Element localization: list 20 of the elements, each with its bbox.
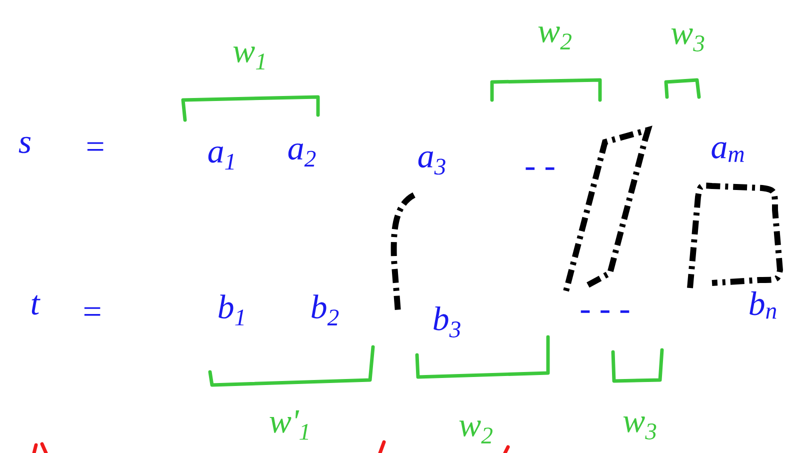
handwritten-label: t [32,295,40,315]
handwritten-label: a$_{1}$ [208,146,234,170]
handwritten-label: a$_{m}$ [712,142,744,162]
handwritten-label: w$_{2}$ [459,420,492,444]
handwritten-label: w$_{3}$ [671,28,704,52]
handwritten-label: w'$_{1}$ [270,410,308,440]
handwritten-label: w$_{1}$ [233,46,264,70]
handwritten-label: - - - [580,310,630,313]
handwritten-label: s [18,136,31,154]
handwritten-label: w$_{2}$ [538,26,572,50]
handwritten-label: b$_{1}$ [218,294,244,326]
handwritten-label: = [87,142,104,151]
handwritten-label: b$_{n}$ [750,291,776,319]
handwritten-label: b$_{3}$ [434,306,460,338]
handwritten-label: = [84,307,100,316]
handwritten-label: - - [526,167,554,170]
handwritten-label: a$_{2}$ [288,143,316,167]
handwritten-label: w$_{3}$ [623,416,656,440]
handwritten-label: a$_{3}$ [418,151,446,175]
handwritten-label: b$_{2}$ [312,294,339,326]
